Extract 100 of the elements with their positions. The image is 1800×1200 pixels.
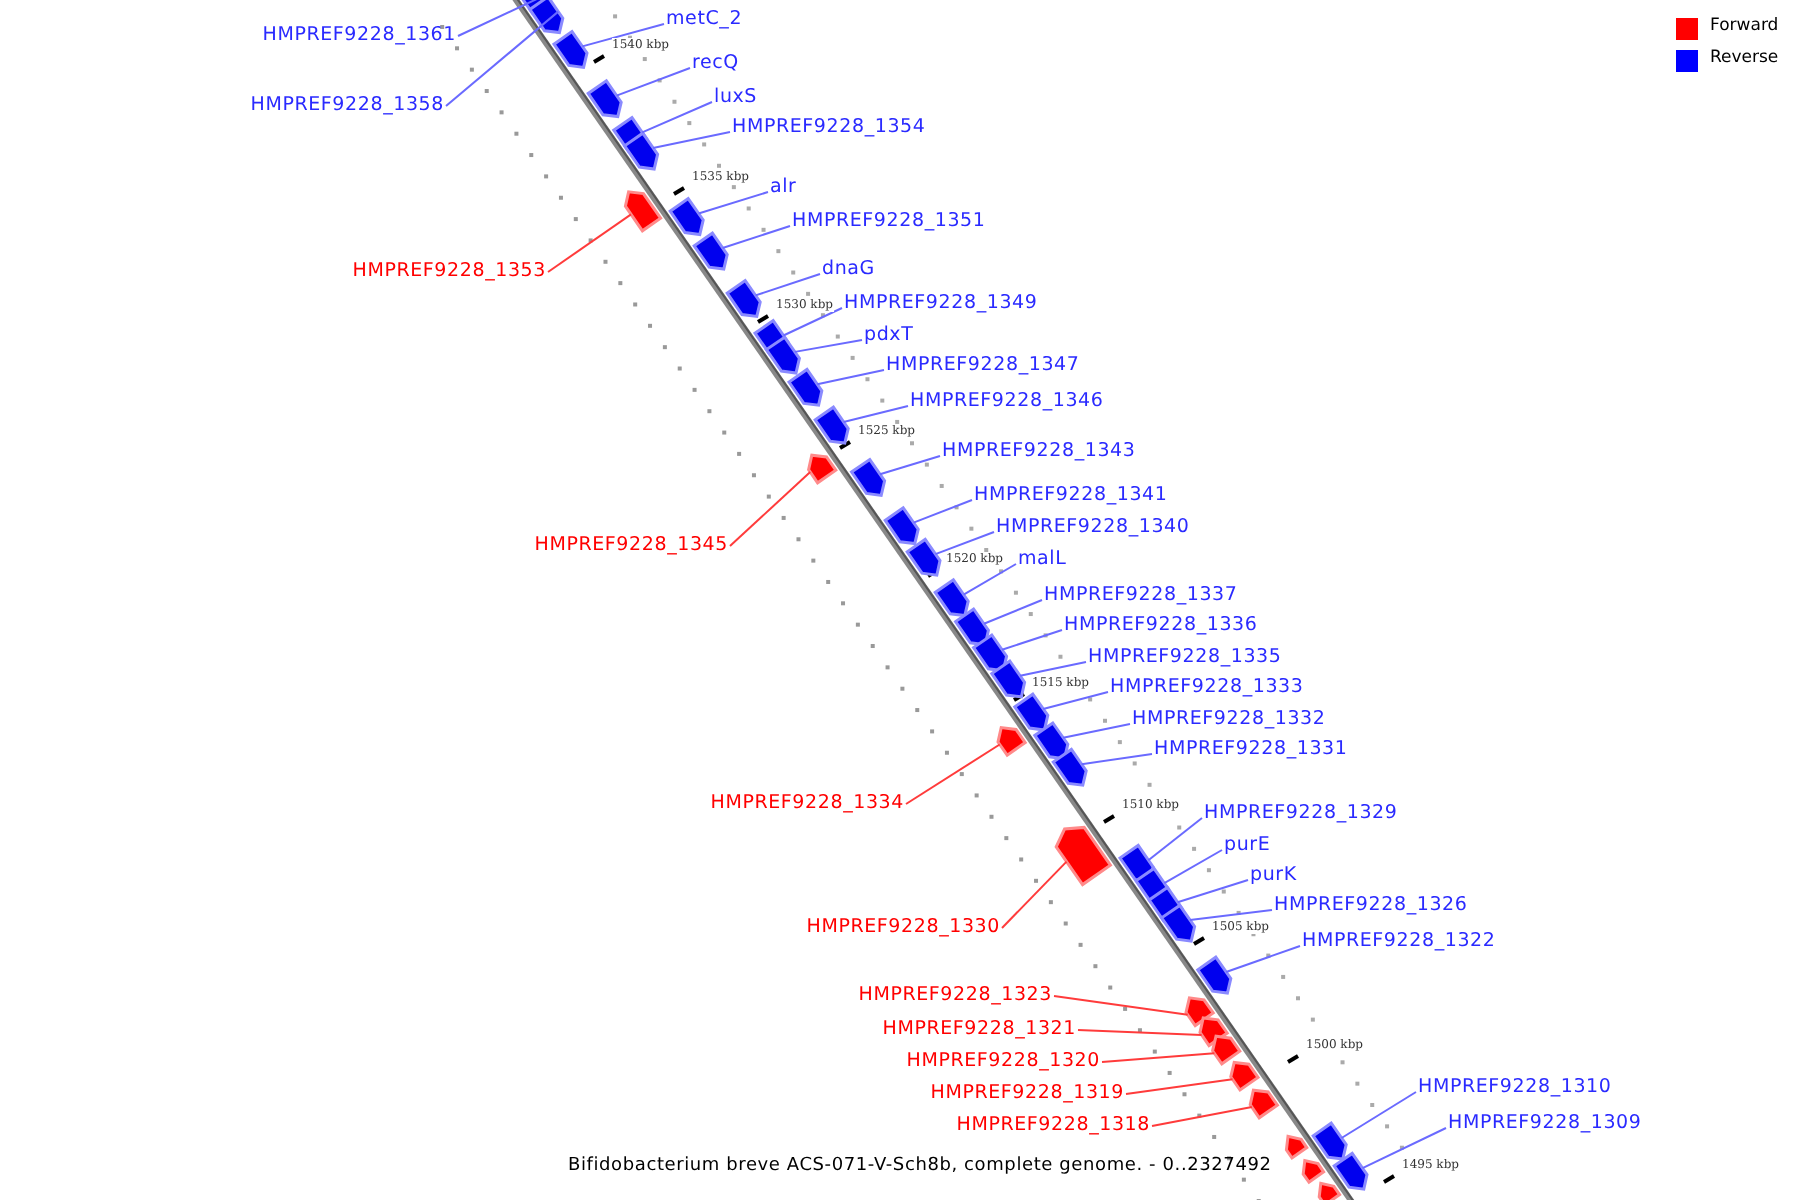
gene-label: HMPREF9228_1340 <box>996 516 1190 540</box>
gene-arrow-glyph <box>1184 996 1216 1028</box>
gene-label: metC_2 <box>666 8 743 32</box>
leader-line <box>1053 995 1189 1016</box>
leader-line <box>1340 1091 1417 1139</box>
gene-label: HMPREF9228_1346 <box>910 390 1104 414</box>
leader-line <box>445 10 560 107</box>
leader-line <box>782 307 843 337</box>
leader-line <box>1019 661 1087 677</box>
gene-label: HMPREF9228_1322 <box>1302 930 1496 954</box>
gene-arrow-glyph <box>668 196 705 237</box>
gene-arrow-glyph <box>786 367 824 407</box>
gene-label: HMPREF9228_1347 <box>886 354 1080 378</box>
gene-arrow-glyph <box>883 505 920 546</box>
gene-label: HMPREF9228_1309 <box>1448 1112 1642 1136</box>
gene-label: luxS <box>714 86 758 110</box>
leader-line <box>1001 629 1063 651</box>
leader-line <box>1077 1029 1203 1036</box>
leader-line <box>912 499 973 524</box>
leader-line <box>816 369 885 386</box>
leader-line <box>1125 1078 1234 1095</box>
leader-line <box>1042 691 1109 710</box>
gene-arrow-glyph <box>807 453 838 485</box>
gene-arrow-glyph <box>989 658 1027 699</box>
gene-label: malL <box>1018 548 1067 572</box>
gene-label: HMPREF9228_1351 <box>792 210 986 234</box>
gene-label: HMPREF9228_1343 <box>942 440 1136 464</box>
gene-arrow-glyph <box>953 606 990 647</box>
gene-label: dnaG <box>822 258 875 282</box>
gene-label: HMPREF9228_1333 <box>1110 676 1304 700</box>
gene-arrow-glyph <box>1311 1121 1348 1161</box>
leader-line <box>982 599 1043 625</box>
leader-line <box>721 225 791 250</box>
gene-arrow-glyph <box>1198 1016 1230 1048</box>
gene-label: recQ <box>692 52 739 76</box>
gene-arrow-glyph <box>849 457 887 498</box>
gene-arrow-glyph <box>623 190 663 233</box>
leader-line <box>962 563 1017 596</box>
gene-arrow-glyph <box>1332 1151 1369 1191</box>
caption: Bifidobacterium breve ACS-071-V-Sch8b, complete genome. - 0..2327492 <box>568 1156 1272 1178</box>
leader-line <box>879 455 941 476</box>
gene-arrow-glyph <box>551 29 589 70</box>
leader-line <box>581 23 665 48</box>
gene-label: HMPREF9228_1361 <box>262 24 456 48</box>
leader-line <box>793 339 863 353</box>
gene-label: HMPREF9228_1323 <box>858 984 1052 1008</box>
leader-line <box>1062 723 1131 739</box>
gene-label: HMPREF9228_1345 <box>534 534 728 558</box>
gene-label: HMPREF9228_1341 <box>974 484 1168 508</box>
gene-arrow-glyph <box>813 405 850 445</box>
gene-arrow-glyph <box>764 335 801 375</box>
leader-line <box>1080 753 1153 766</box>
leader-line <box>615 67 691 97</box>
gene-arrow-glyph <box>725 278 762 319</box>
gene-arrow-glyph <box>933 577 970 618</box>
leader-line <box>1151 1106 1253 1127</box>
gene-label: HMPREF9228_1329 <box>1204 802 1398 826</box>
gene-arrow-glyph <box>1054 825 1113 887</box>
legend-label: Reverse <box>1710 48 1779 70</box>
gene-arrow-glyph <box>1195 955 1233 995</box>
gene-label: HMPREF9228_1353 <box>352 260 546 284</box>
leader-line <box>1101 1052 1216 1063</box>
leader-line <box>547 213 633 273</box>
gene-arrow-glyph <box>1248 1088 1280 1120</box>
gene-label: pdxT <box>864 324 914 348</box>
leader-line <box>641 101 713 134</box>
gene-label: HMPREF9228_1321 <box>882 1018 1076 1042</box>
leader-line <box>1163 849 1223 885</box>
gene-label: HMPREF9228_1318 <box>956 1114 1150 1138</box>
gene-label: HMPREF9228_1330 <box>806 916 1000 940</box>
gene-label: HMPREF9228_1354 <box>732 116 926 140</box>
gene-arrow-glyph <box>622 131 660 171</box>
gene-arrow-glyph <box>692 231 729 271</box>
leader-line <box>652 131 731 149</box>
gene-arrow-glyph <box>971 632 1009 673</box>
leader-line <box>842 405 909 423</box>
legend-label: Forward <box>1710 16 1779 38</box>
gene-label: HMPREF9228_1331 <box>1154 738 1348 762</box>
gene-label: HMPREF9228_1349 <box>844 292 1038 316</box>
leader-line <box>1189 909 1273 922</box>
gene-arrow-glyph <box>1012 692 1050 732</box>
leader-line <box>729 471 812 547</box>
leader-line <box>1225 945 1301 973</box>
leader-line <box>934 531 995 556</box>
gene-arrow-glyph <box>586 78 623 119</box>
gene-label: HMPREF9228_1334 <box>710 792 904 816</box>
leader-line <box>1176 879 1249 904</box>
gene-label: HMPREF9228_1319 <box>930 1082 1124 1106</box>
gene-arrow-glyph <box>1229 1060 1261 1093</box>
gene-arrow-glyph <box>1051 747 1088 787</box>
gene-label: HMPREF9228_1337 <box>1044 584 1238 608</box>
gene-label: HMPREF9228_1310 <box>1418 1076 1612 1100</box>
gene-arrow-glyph <box>1211 1034 1242 1066</box>
gene-arrow-glyph <box>1159 903 1197 943</box>
gene-label: HMPREF9228_1320 <box>906 1050 1100 1074</box>
gene-arrow-glyph <box>996 725 1028 758</box>
leader-line <box>1001 860 1068 929</box>
gene-label: HMPREF9228_1335 <box>1088 646 1282 670</box>
gene-label: HMPREF9228_1332 <box>1132 708 1326 732</box>
leader-line <box>905 743 1001 805</box>
